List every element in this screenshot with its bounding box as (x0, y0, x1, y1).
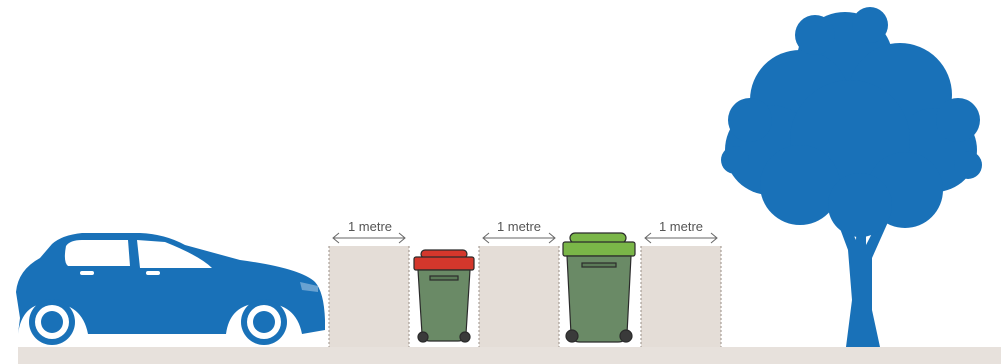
gap-label-1: 1 metre (348, 219, 392, 234)
double-arrow-icon (645, 233, 717, 243)
double-arrow-icon (333, 233, 405, 243)
ground-strip (18, 347, 1001, 364)
green-lid-bin-icon (563, 233, 635, 342)
gap-label-group-1: 1 metre (333, 219, 405, 243)
red-lid-bin-icon (414, 250, 474, 342)
double-arrow-icon (483, 233, 555, 243)
spacing-zone-2 (479, 246, 559, 347)
car-icon (16, 233, 325, 345)
gap-label-3: 1 metre (659, 219, 703, 234)
tree-icon (721, 7, 982, 347)
gap-label-group-3: 1 metre (645, 219, 717, 243)
spacing-zone-1 (329, 246, 409, 347)
spacing-zone-3 (641, 246, 721, 347)
gap-label-2: 1 metre (497, 219, 541, 234)
gap-label-group-2: 1 metre (483, 219, 555, 243)
